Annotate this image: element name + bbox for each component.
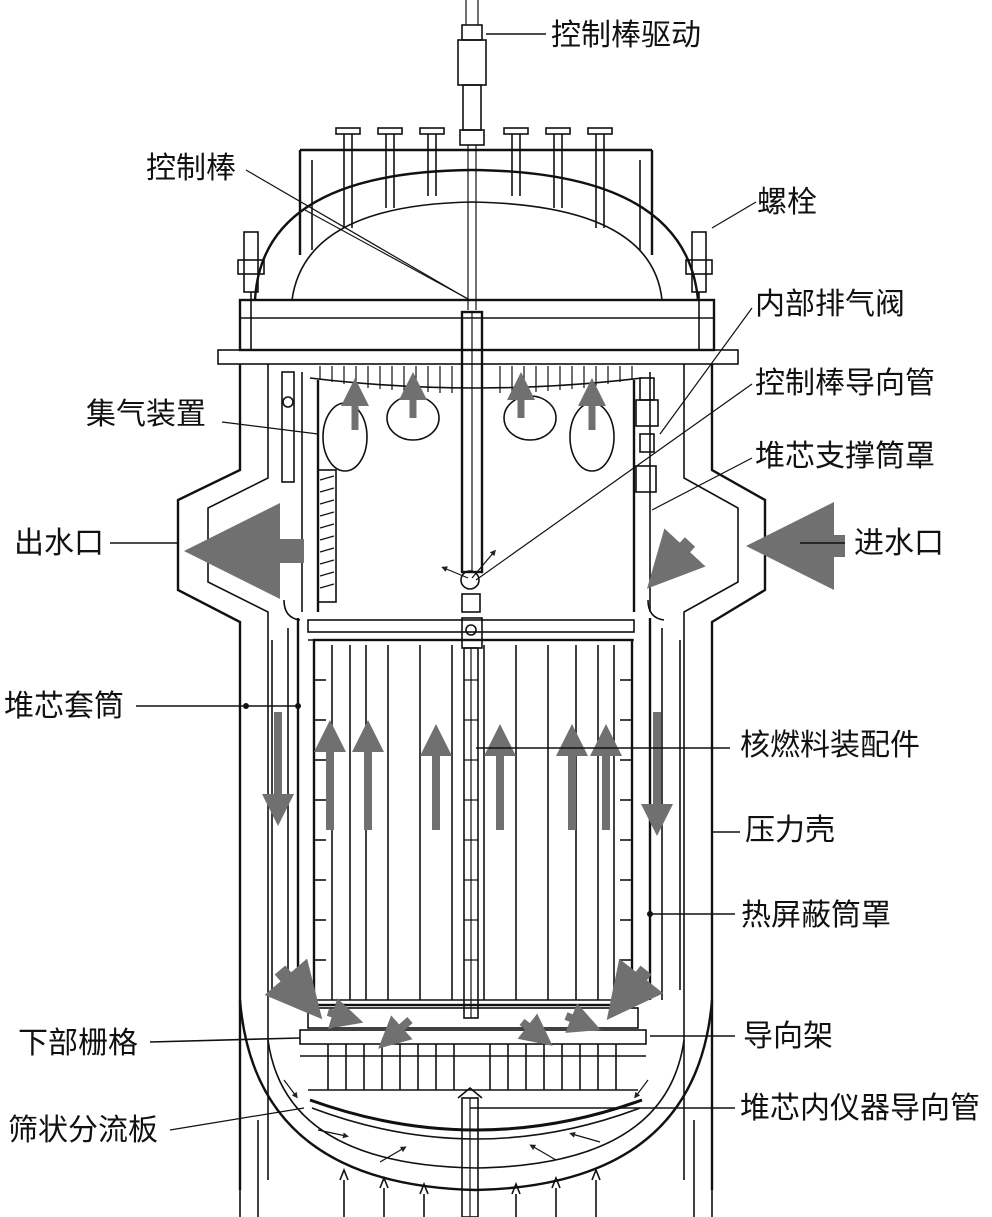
label-gas-collector: 集气装置 (86, 397, 206, 432)
control-rod-drive-mechanism (457, 0, 487, 310)
central-rod-segments (464, 679, 478, 961)
bolt-right (685, 231, 713, 350)
label-inlet: 进水口 (854, 526, 944, 561)
label-fuel-assembly: 核燃料装配件 (740, 728, 920, 763)
leader-lines (110, 33, 845, 1131)
labels: 控制棒驱动 控制棒 螺栓 内部排气阀 控制棒导向管 堆芯支撑筒罩 集气装置 出水… (4, 18, 980, 1148)
label-bolt: 螺栓 (757, 185, 817, 220)
upper-plate-hatching (319, 366, 633, 393)
core-region (271, 618, 681, 1217)
head-nozzles (335, 127, 613, 228)
instrument-thimbles (339, 1167, 601, 1217)
label-control-rod-guide-tube: 控制棒导向管 (755, 366, 935, 401)
label-guide-frame: 导向架 (743, 1019, 833, 1054)
coolant-flow-arrows (184, 372, 845, 1049)
label-flow-distribution-plate: 筛状分流板 (8, 1113, 158, 1148)
lower-grid-posts (327, 1044, 617, 1090)
label-in-core-instrument-guide-tube: 堆芯内仪器导向管 (740, 1091, 980, 1126)
label-pressure-vessel: 压力壳 (745, 813, 835, 848)
upper-internals (281, 310, 665, 649)
label-thermal-shield: 热屏蔽筒罩 (741, 898, 891, 933)
vessel-head (217, 127, 739, 365)
baffle-teeth (314, 679, 632, 961)
label-control-rod-drive: 控制棒驱动 (551, 18, 701, 53)
label-core-support-shroud: 堆芯支撑筒罩 (755, 439, 935, 474)
label-core-barrel: 堆芯套筒 (4, 689, 124, 724)
label-lower-grid: 下部栅格 (18, 1026, 138, 1061)
label-internal-vent-valve: 内部排气阀 (755, 287, 905, 322)
label-control-rod: 控制棒 (146, 151, 236, 186)
lower-plenum-flow-arrows (283, 1079, 649, 1163)
label-outlet: 出水口 (14, 526, 104, 561)
bolt-left (237, 231, 265, 350)
